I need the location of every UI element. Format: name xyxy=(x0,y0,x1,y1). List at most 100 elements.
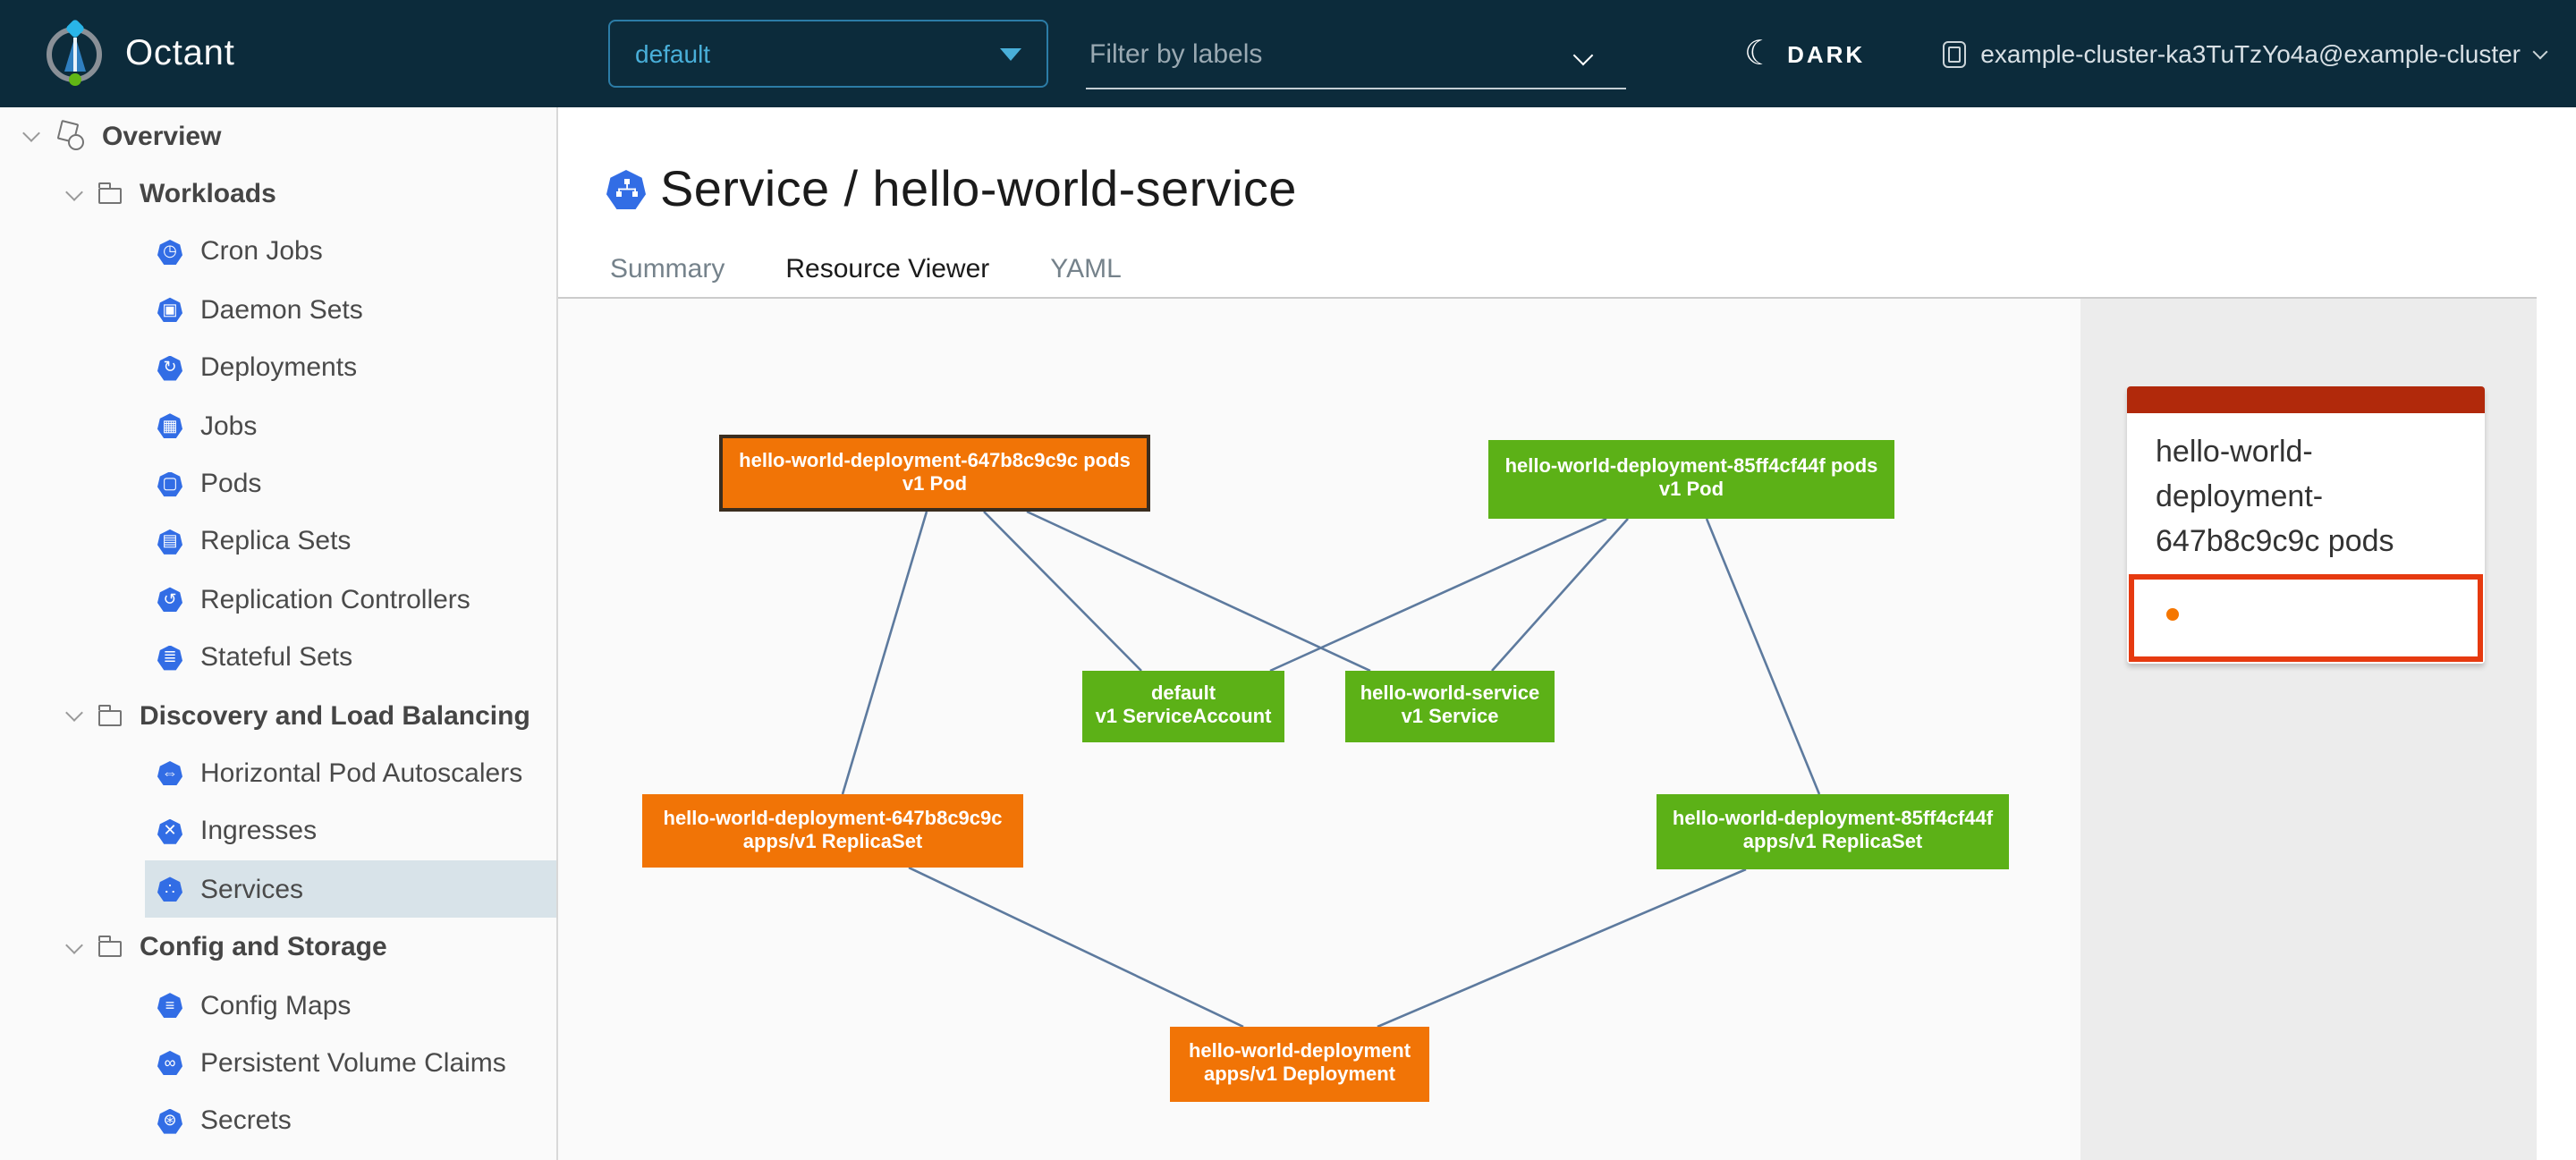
sidebar-item-label: Horizontal Pod Autoscalers xyxy=(200,758,523,789)
sidebar-item-services[interactable]: ∴Services xyxy=(145,860,556,919)
sidebar-item-ingresses[interactable]: ✕Ingresses xyxy=(145,802,556,860)
tab-bar: Summary Resource Viewer YAML xyxy=(606,247,1179,304)
graph-edge xyxy=(1026,510,1371,673)
node-kind: v1 Pod xyxy=(1658,479,1724,501)
sidebar-item-label: Replication Controllers xyxy=(200,584,470,615)
sidebar-item-replica-sets[interactable]: ▤Replica Sets xyxy=(145,512,556,571)
cluster-context-menu[interactable]: example-cluster-ka3TuTzYo4a@example-clus… xyxy=(1943,0,2548,107)
sidebar-item-config-and-storage[interactable]: Config and Storage xyxy=(0,919,556,977)
label-filter-input[interactable] xyxy=(1086,38,1576,72)
sidebar-item-jobs[interactable]: ▦Jobs xyxy=(145,397,556,455)
graph-edges xyxy=(841,510,1821,1029)
sidebar-item-workloads[interactable]: Workloads xyxy=(0,165,556,224)
graph-edge xyxy=(1705,518,1821,795)
chevron-down-icon xyxy=(2532,43,2548,59)
sidebar-item-label: Services xyxy=(200,874,304,905)
node-kind: v1 ServiceAccount xyxy=(1095,707,1272,728)
sidebar-item-label: Overview xyxy=(102,121,222,152)
graph-edge xyxy=(908,866,1244,1029)
label-filter xyxy=(1086,21,1626,89)
service-icon xyxy=(606,170,646,209)
page-title-text: Service / hello-world-service xyxy=(660,161,1297,216)
sidebar-item-label: Secrets xyxy=(200,1105,292,1137)
node-name: hello-world-deployment-85ff4cf44f xyxy=(1672,809,1994,830)
brand-name: Octant xyxy=(125,33,235,72)
sidebar-item-label: Stateful Sets xyxy=(200,642,353,673)
folder-icon xyxy=(98,704,122,726)
sidebar-item-pods[interactable]: ▢Pods xyxy=(145,455,556,513)
sidebar-item-deployments[interactable]: ↻Deployments xyxy=(145,339,556,397)
tab-summary[interactable]: Summary xyxy=(610,254,725,284)
namespace-dropdown[interactable]: default xyxy=(608,20,1048,88)
daemon-sets-icon: ▣ xyxy=(157,297,182,323)
node-kind: apps/v1 ReplicaSet xyxy=(1742,832,1923,853)
node-name: default xyxy=(1150,683,1216,705)
sidebar-item-label: Cron Jobs xyxy=(200,236,323,267)
selected-node-card: hello-world-deployment-647b8c9c9c pods xyxy=(2127,386,2485,664)
ingresses-icon: ✕ xyxy=(157,818,182,844)
sidebar-item-replication-controllers[interactable]: ↺Replication Controllers xyxy=(145,571,556,629)
tab-yaml[interactable]: YAML xyxy=(1050,254,1122,284)
sidebar-item-config-maps[interactable]: ≡ Config Maps xyxy=(145,977,556,1035)
chevron-down-icon[interactable] xyxy=(65,936,83,954)
replica-sets-icon: ▤ xyxy=(157,529,182,555)
sidebar-item-label: Workloads xyxy=(140,179,276,210)
sidebar-item-stateful-sets[interactable]: ≣Stateful Sets xyxy=(145,629,556,687)
card-selection-box[interactable] xyxy=(2129,574,2483,662)
namespace-value: default xyxy=(635,39,711,68)
sidebar-item-daemon-sets[interactable]: ▣Daemon Sets xyxy=(145,281,556,339)
sidebar-item-label: Deployments xyxy=(200,352,358,384)
chevron-down-icon[interactable] xyxy=(65,704,83,723)
graph-edge xyxy=(841,511,928,795)
horizontal-pod-autoscalers-icon: ⇔ xyxy=(157,760,182,786)
sidebar-item-label: Persistent Volume Claims xyxy=(200,1047,506,1079)
secrets-icon: ⊛ xyxy=(157,1108,182,1134)
cron-jobs-icon: ◷ xyxy=(157,239,182,265)
theme-toggle[interactable]: ☾ DARK xyxy=(1744,0,1865,107)
sidebar-item-horizontal-pod-autoscalers[interactable]: ⇔ Horizontal Pod Autoscalers xyxy=(145,745,556,803)
graph-edge xyxy=(983,511,1142,672)
sidebar-item-overview[interactable]: Overview xyxy=(0,107,556,165)
node-name: hello-world-deployment-85ff4cf44f pods xyxy=(1504,456,1878,478)
octant-logo-icon xyxy=(47,17,102,85)
node-kind: apps/v1 Deployment xyxy=(1204,1064,1395,1086)
persistent-volume-claims-icon: ∞ xyxy=(157,1050,182,1076)
sidebar-item-discovery-and-load-balancing[interactable]: Discovery and Load Balancing xyxy=(0,687,556,745)
folder-icon xyxy=(98,936,122,958)
tab-resource-viewer[interactable]: Resource Viewer xyxy=(778,247,997,304)
sidebar-item-persistent-volume-claims[interactable]: ∞ Persistent Volume Claims xyxy=(145,1035,556,1093)
chevron-down-icon[interactable] xyxy=(22,124,40,143)
pods-icon: ▢ xyxy=(157,471,182,497)
node-name: hello-world-deployment-647b8c9c9c pods xyxy=(739,450,1131,471)
folder-icon xyxy=(98,182,122,205)
config-maps-icon: ≡ xyxy=(157,993,182,1019)
sidebar-item-label: Config and Storage xyxy=(140,932,387,963)
chevron-down-icon[interactable] xyxy=(1572,44,1594,65)
graph-edge xyxy=(1269,517,1607,673)
status-dot-icon xyxy=(2166,608,2179,621)
brand: Octant xyxy=(47,0,235,107)
applications-icon xyxy=(55,122,84,151)
page-title: Service / hello-world-service xyxy=(606,161,1297,218)
cluster-context-label: example-cluster-ka3TuTzYo4a@example-clus… xyxy=(1980,39,2521,68)
node-kind: apps/v1 ReplicaSet xyxy=(742,831,923,852)
sidebar-item-cron-jobs[interactable]: ◷ Cron Jobs xyxy=(145,224,556,282)
graph-edge xyxy=(1377,868,1747,1029)
moon-icon: ☾ xyxy=(1744,35,1775,72)
sidebar-item-secrets[interactable]: ⊛ Secrets xyxy=(145,1092,556,1150)
node-kind: v1 Pod xyxy=(902,473,968,495)
theme-toggle-label: DARK xyxy=(1787,40,1866,67)
sidebar-item-label: Jobs xyxy=(200,411,258,442)
sidebar-item-label: Config Maps xyxy=(200,990,352,1021)
chevron-down-icon[interactable] xyxy=(65,182,83,201)
